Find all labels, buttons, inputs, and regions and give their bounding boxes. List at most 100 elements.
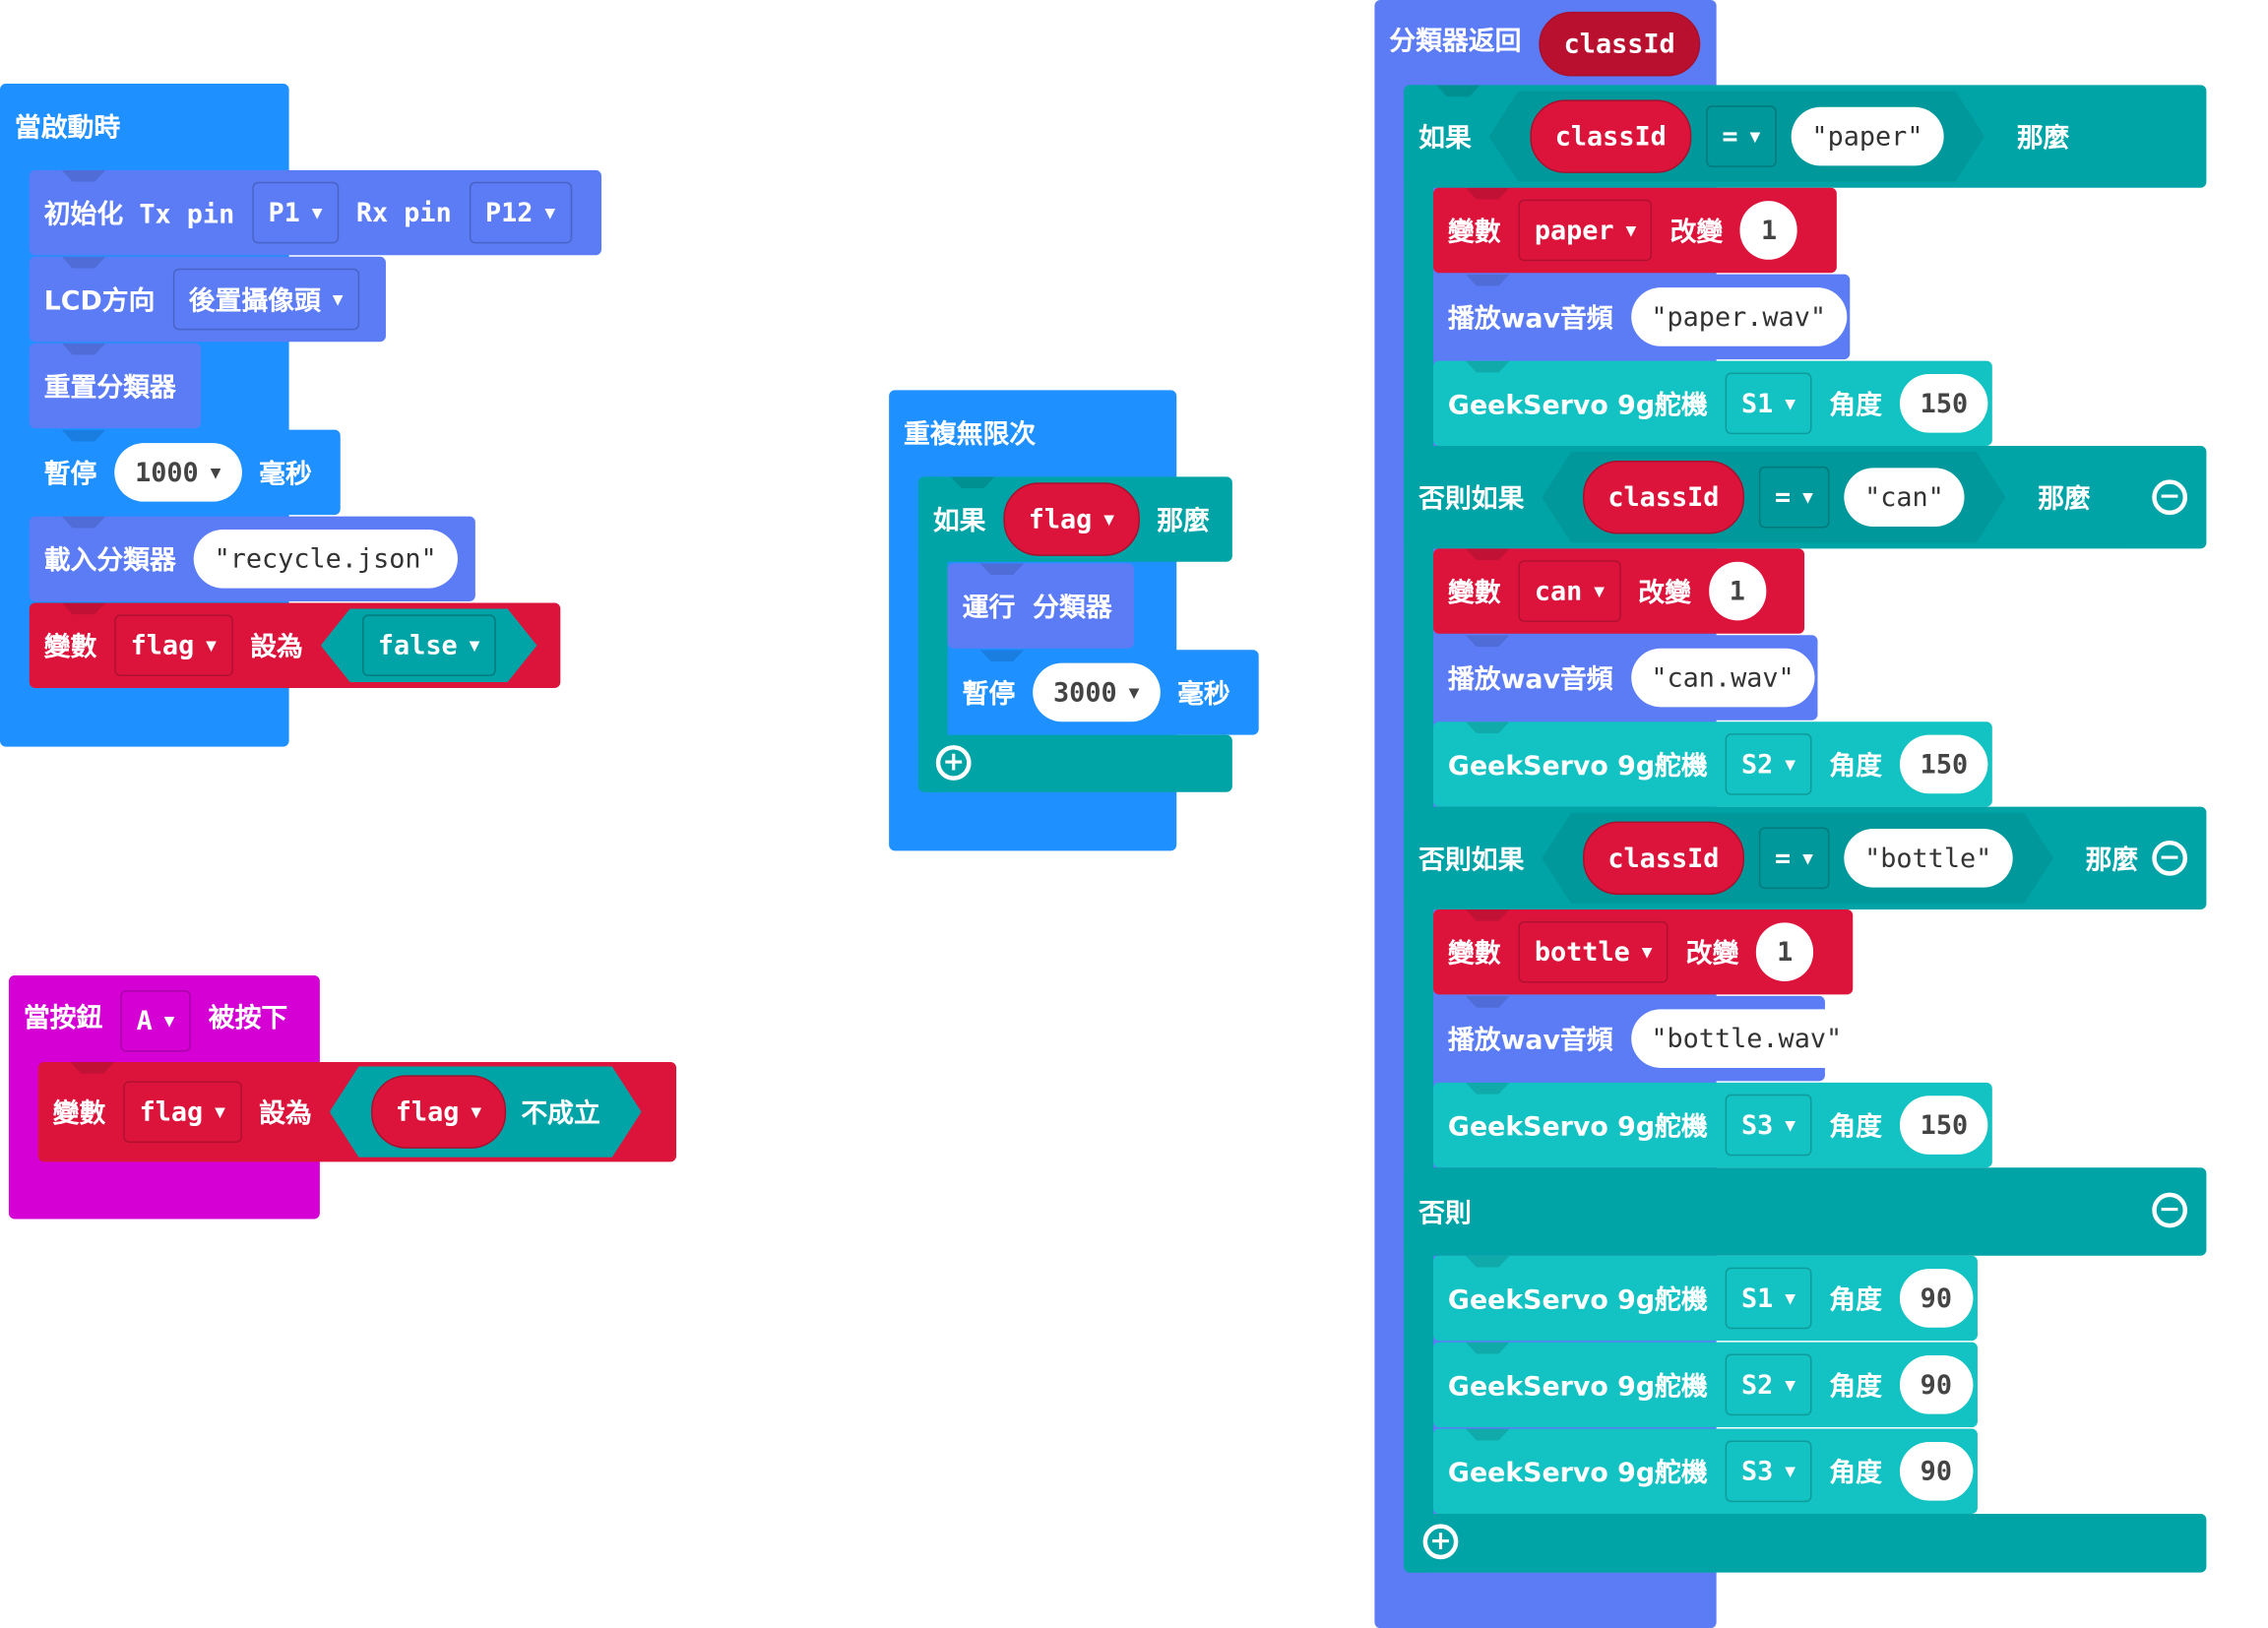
servo-block[interactable]: GeekServo 9g舵機 S3▼ 角度 150 bbox=[1433, 1082, 1992, 1168]
servo-dropdown[interactable]: S3▼ bbox=[1725, 1440, 1812, 1503]
var-value: paper bbox=[1534, 215, 1614, 246]
minus-icon[interactable]: − bbox=[2152, 840, 2188, 876]
classid-param[interactable]: classId bbox=[1539, 11, 1701, 77]
chevron-down-icon: ▼ bbox=[1128, 681, 1140, 703]
toggle-flag-block[interactable]: 變數 flag▼ 設為 flag▼ 不成立 bbox=[37, 1061, 677, 1162]
match-input[interactable]: "paper" bbox=[1792, 107, 1944, 166]
servo-label: GeekServo 9g舵機 bbox=[1447, 1284, 1708, 1316]
play-wav-block[interactable]: 播放wav音頻 "can.wav" bbox=[1433, 635, 1818, 720]
servo-value: S2 bbox=[1740, 748, 1774, 781]
plus-icon[interactable]: + bbox=[935, 745, 972, 781]
load-input[interactable]: "recycle.json" bbox=[193, 529, 458, 589]
pause-input[interactable]: 3000▼ bbox=[1033, 662, 1161, 722]
chevron-down-icon: ▼ bbox=[163, 1010, 175, 1032]
play-label: 播放wav音頻 bbox=[1447, 664, 1613, 696]
chevron-down-icon: ▼ bbox=[1785, 1461, 1796, 1482]
rx-value: P12 bbox=[485, 197, 534, 228]
operator-dropdown[interactable]: =▼ bbox=[1706, 105, 1777, 167]
then-label: 那麼 bbox=[2016, 123, 2070, 155]
set-flag-block[interactable]: 變數 flag▼ 設為 false▼ bbox=[29, 602, 561, 688]
angle-label: 角度 bbox=[1829, 390, 1882, 421]
servo-label: GeekServo 9g舵機 bbox=[1447, 1371, 1708, 1403]
angle-input[interactable]: 90 bbox=[1899, 1355, 1973, 1414]
pause-block-loop[interactable]: 暫停 3000▼ 毫秒 bbox=[947, 650, 1259, 735]
set-label: 設為 bbox=[259, 1098, 312, 1130]
servo-block[interactable]: GeekServo 9g舵機 S1▼ 角度 90 bbox=[1433, 1255, 1978, 1342]
var-dropdown[interactable]: bottle▼ bbox=[1518, 920, 1669, 983]
var-dropdown[interactable]: flag▼ bbox=[114, 614, 233, 677]
compare-block[interactable]: classId =▼ "can" bbox=[1542, 452, 2005, 542]
flag-variable[interactable]: flag▼ bbox=[370, 1075, 506, 1149]
angle-input[interactable]: 150 bbox=[1899, 374, 1989, 433]
play-wav-block[interactable]: 播放wav音頻 "paper.wav" bbox=[1433, 274, 1851, 360]
change-label: 改變 bbox=[1670, 217, 1724, 248]
play-label: 播放wav音頻 bbox=[1447, 1025, 1613, 1057]
angle-input[interactable]: 90 bbox=[1899, 1269, 1973, 1328]
classid-variable[interactable]: classId bbox=[1530, 99, 1691, 173]
angle-input[interactable]: 150 bbox=[1899, 1096, 1989, 1155]
servo-dropdown[interactable]: S2▼ bbox=[1725, 733, 1812, 795]
chevron-down-icon: ▼ bbox=[215, 1101, 225, 1123]
compare-block[interactable]: classId =▼ "bottle" bbox=[1542, 813, 2053, 904]
bool-dropdown[interactable]: false▼ bbox=[361, 614, 495, 676]
tx-dropdown[interactable]: P1▼ bbox=[252, 181, 339, 244]
play-wav-block[interactable]: 播放wav音頻 "bottle.wav" bbox=[1433, 995, 1863, 1082]
change-input[interactable]: 1 bbox=[1740, 201, 1798, 260]
servo-block[interactable]: GeekServo 9g舵機 S1▼ 角度 150 bbox=[1433, 360, 1992, 447]
servo-dropdown[interactable]: S3▼ bbox=[1725, 1094, 1812, 1157]
minus-icon[interactable]: − bbox=[2152, 1192, 2188, 1228]
servo-block[interactable]: GeekServo 9g舵機 S3▼ 角度 90 bbox=[1433, 1428, 1978, 1514]
servo-dropdown[interactable]: S1▼ bbox=[1725, 1267, 1812, 1330]
false-block[interactable]: false▼ bbox=[321, 608, 537, 682]
classid-variable[interactable]: classId bbox=[1583, 822, 1744, 896]
plus-icon[interactable]: + bbox=[1422, 1524, 1459, 1560]
load-block[interactable]: 載入分類器 "recycle.json" bbox=[29, 516, 475, 602]
pause-block[interactable]: 暫停 1000▼ 毫秒 bbox=[29, 429, 341, 516]
flag-variable[interactable]: flag▼ bbox=[1003, 482, 1140, 556]
change-input[interactable]: 1 bbox=[1708, 561, 1766, 621]
pause-label: 暫停 bbox=[43, 459, 97, 490]
init-block[interactable]: 初始化 Tx pin P1▼ Rx pin P12▼ bbox=[29, 169, 602, 256]
chevron-down-icon: ▼ bbox=[1785, 1114, 1796, 1136]
if-row[interactable]: 如果 classId =▼ "paper" 那麼 bbox=[1404, 85, 2207, 188]
lcd-block[interactable]: LCD方向 後置攝像頭▼ bbox=[29, 256, 386, 343]
lcd-dropdown[interactable]: 後置攝像頭▼ bbox=[172, 268, 359, 331]
run-classifier-block[interactable]: 運行 分類器 bbox=[947, 563, 1135, 649]
change-var-block[interactable]: 變數 can▼ 改變 1 bbox=[1433, 548, 1805, 634]
else-if-row[interactable]: 否則如果 classId =▼ "bottle" 那麼 bbox=[1404, 806, 2207, 909]
minus-icon[interactable]: − bbox=[2152, 479, 2188, 516]
angle-input[interactable]: 90 bbox=[1899, 1441, 1973, 1501]
angle-input[interactable]: 150 bbox=[1899, 734, 1989, 794]
match-input[interactable]: "bottle" bbox=[1844, 829, 2012, 888]
operator-dropdown[interactable]: =▼ bbox=[1759, 828, 1830, 890]
wav-input[interactable]: "paper.wav" bbox=[1630, 287, 1847, 346]
change-var-block[interactable]: 變數 bottle▼ 改變 1 bbox=[1433, 908, 1854, 995]
chevron-down-icon: ▼ bbox=[1802, 486, 1813, 508]
servo-dropdown[interactable]: S1▼ bbox=[1725, 372, 1812, 435]
var-dropdown[interactable]: paper▼ bbox=[1518, 199, 1653, 262]
else-if-row[interactable]: 否則如果 classId =▼ "can" 那麼 bbox=[1404, 446, 2207, 549]
servo-block[interactable]: GeekServo 9g舵機 S2▼ 角度 90 bbox=[1433, 1342, 1978, 1428]
servo-block[interactable]: GeekServo 9g舵機 S2▼ 角度 150 bbox=[1433, 721, 1992, 807]
if-row[interactable]: 如果 flag▼ 那麼 bbox=[917, 476, 1232, 562]
rx-dropdown[interactable]: P12▼ bbox=[469, 181, 572, 244]
change-var-block[interactable]: 變數 paper▼ 改變 1 bbox=[1433, 187, 1837, 274]
button-dropdown[interactable]: A▼ bbox=[120, 989, 191, 1052]
not-block[interactable]: flag▼ 不成立 bbox=[330, 1066, 642, 1157]
reset-block[interactable]: 重置分類器 bbox=[29, 343, 202, 429]
wav-input[interactable]: "bottle.wav" bbox=[1630, 1009, 1863, 1068]
servo-dropdown[interactable]: S2▼ bbox=[1725, 1353, 1812, 1416]
tx-value: P1 bbox=[268, 197, 300, 228]
compare-block[interactable]: classId =▼ "paper" bbox=[1489, 91, 1984, 181]
wav-input[interactable]: "can.wav" bbox=[1630, 648, 1815, 708]
var-label: 變數 bbox=[1447, 217, 1501, 248]
classid-variable[interactable]: classId bbox=[1583, 461, 1744, 534]
else-row[interactable]: 否則 bbox=[1404, 1167, 2207, 1256]
match-input[interactable]: "can" bbox=[1844, 468, 1964, 527]
var-dropdown[interactable]: can▼ bbox=[1518, 560, 1621, 622]
var-dropdown[interactable]: flag▼ bbox=[123, 1081, 242, 1143]
servo-value: S1 bbox=[1740, 388, 1774, 419]
change-input[interactable]: 1 bbox=[1756, 922, 1814, 982]
operator-dropdown[interactable]: =▼ bbox=[1759, 467, 1830, 529]
pause-input[interactable]: 1000▼ bbox=[114, 443, 242, 502]
